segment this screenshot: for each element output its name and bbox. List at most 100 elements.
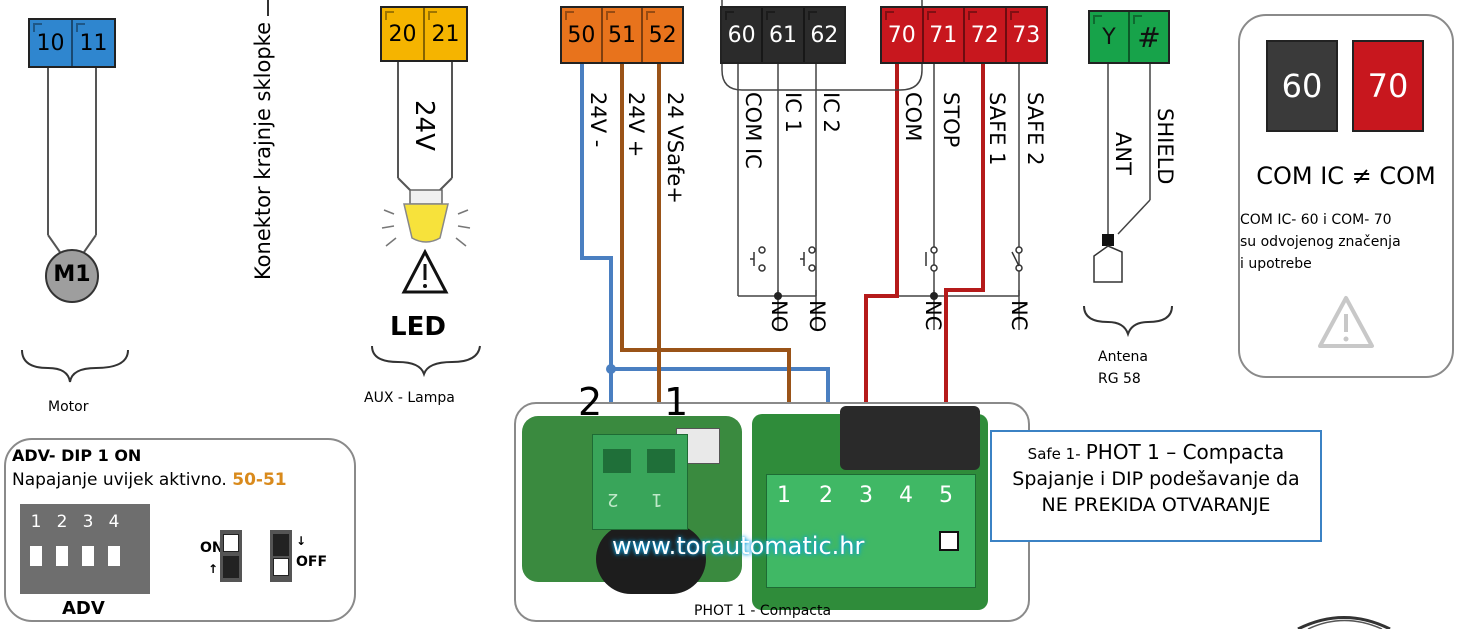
- antenna-icon: [1093, 234, 1123, 283]
- limit-switch-label: Konektor krajnje sklopke: [251, 22, 275, 281]
- warning-icon: [401, 248, 449, 294]
- antenna-caption-line1: Antena: [1098, 349, 1149, 365]
- info-title: PHOT 1 – Compacta: [1085, 440, 1285, 464]
- input-button-icons: [750, 246, 816, 272]
- phot-marker-1: 1: [664, 380, 689, 424]
- safety-junction: [930, 292, 938, 300]
- corner-circle-inner: [1307, 619, 1383, 629]
- dip-switch-3: [82, 546, 94, 566]
- contact-label-nc1: NC: [921, 300, 945, 331]
- terminal-antenna: Y #: [1088, 10, 1170, 64]
- input-label-ic2: IC 2: [819, 92, 843, 133]
- input-junction: [774, 292, 782, 300]
- wire-junction: [606, 364, 616, 374]
- com-note-line2: su odvojenog značenja: [1240, 234, 1401, 250]
- terminal-pin: 72: [965, 8, 1007, 62]
- adv-desc: Napajanje uvijek aktivno. 50-51: [12, 470, 287, 490]
- terminal-power: 50 51 52: [560, 6, 684, 64]
- dip-number: 3: [82, 512, 94, 532]
- terminal-pin: 52: [643, 8, 682, 62]
- info-line1: Safe 1- PHOT 1 – Compacta: [992, 440, 1320, 464]
- com-note-box: 60 70 COM IC ≠ COM COM IC- 60 i COM- 70 …: [1238, 14, 1454, 378]
- phot-tx-lens: [596, 524, 706, 594]
- phot-rx-pin: 3: [859, 483, 873, 508]
- com-block-70: 70: [1352, 40, 1424, 132]
- terminal-pin: 71: [924, 8, 965, 62]
- adv-title: ADV- DIP 1 ON: [12, 446, 142, 465]
- terminal-pin: 11: [73, 20, 114, 66]
- phot-tx-pin: 1: [651, 489, 663, 510]
- com-note-warning-icon: [1318, 296, 1374, 348]
- motor-symbol-label: M1: [53, 262, 91, 287]
- antenna-wires: [1107, 64, 1151, 238]
- lamp-brace: [371, 345, 481, 378]
- lamp-voltage-label: 24V: [409, 100, 439, 151]
- wire-50-blue: [580, 64, 830, 478]
- adv-desc-text: Napajanje uvijek aktivno.: [12, 470, 227, 490]
- antenna-label-ant: ANT: [1111, 132, 1135, 175]
- lamp-type-label: LED: [390, 312, 446, 342]
- dip-switch-block: 1 2 3 4: [20, 504, 150, 594]
- contact-label-nc2: NC: [1007, 300, 1031, 331]
- safety-label-safe1: SAFE 1: [985, 92, 1009, 166]
- adv-label: ADV: [62, 598, 105, 619]
- input-label-com-ic: COM IC: [741, 92, 765, 169]
- com-note-title: COM IC ≠ COM: [1256, 162, 1436, 190]
- power-label-52: 24 VSafe+: [663, 92, 687, 204]
- safety-label-com: COM: [901, 92, 925, 142]
- power-label-50: 24V -: [586, 92, 610, 148]
- dip-number: 4: [108, 512, 120, 532]
- phot-caption: PHOT 1 - Compacta: [694, 603, 832, 619]
- safety-label-safe2: SAFE 2: [1023, 92, 1047, 166]
- terminal-pin: 62: [805, 8, 844, 62]
- phot-tx-terminal: 2 1: [592, 434, 688, 530]
- adv-desc-highlight: 50-51: [232, 470, 287, 490]
- terminal-pin: 73: [1007, 8, 1047, 62]
- dip-off-switch: [270, 530, 292, 582]
- dip-switch-1: [30, 546, 42, 566]
- terminal-pin: 50: [562, 8, 603, 62]
- info-line3: NE PREKIDA OTVARANJE: [1041, 494, 1271, 516]
- terminal-pin: 61: [763, 8, 805, 62]
- terminal-safety: 70 71 72 73: [880, 6, 1048, 64]
- arrow-up-icon: ↑: [208, 562, 219, 576]
- lamp-caption: AUX - Lampa: [364, 390, 455, 406]
- com-block-60: 60: [1266, 40, 1338, 132]
- dip-number: 2: [56, 512, 68, 532]
- phot-rx-terminal: 1 2 3 4 5: [766, 474, 976, 588]
- terminal-inputs: 60 61 62: [720, 6, 846, 64]
- wire-72-red: [944, 64, 985, 478]
- terminal-lamp: 20 21: [380, 6, 468, 62]
- dip-on-label: ON: [200, 540, 224, 556]
- motor-caption: Motor: [48, 399, 89, 415]
- motor-wires: [47, 68, 97, 256]
- phot-watermark: www.torautomatic.hr: [612, 532, 865, 560]
- motor-symbol: [45, 249, 99, 303]
- wire-70-red: [864, 64, 899, 478]
- dip-switch-2: [56, 546, 68, 566]
- info-line2: Spajanje i DIP podešavanje da: [1012, 468, 1300, 490]
- phot-rx-pin: 2: [819, 483, 833, 508]
- terminal-pin: 51: [603, 8, 644, 62]
- terminal-pin: 21: [425, 8, 466, 60]
- terminal-pin: 10: [30, 20, 73, 66]
- phot-rx-pin: 4: [899, 483, 913, 508]
- terminal-pin: 20: [382, 8, 425, 60]
- lamp-bulb-icon: [381, 189, 471, 247]
- contact-label-no2: NO: [805, 300, 829, 333]
- power-label-51: 24V +: [624, 92, 648, 158]
- dip-switch-4: [108, 546, 120, 566]
- terminal-pin: Y: [1090, 12, 1130, 62]
- antenna-caption-line2: RG 58: [1098, 371, 1141, 387]
- terminal-motor: 10 11: [28, 18, 116, 68]
- motor-brace: [21, 349, 129, 383]
- dip-on-switch: [220, 530, 242, 582]
- safety-label-stop: STOP: [939, 92, 963, 148]
- arrow-down-icon: ↓: [296, 534, 307, 548]
- antenna-brace: [1083, 305, 1173, 338]
- dip-number: 1: [30, 512, 42, 532]
- terminal-pin: 70: [882, 8, 924, 62]
- safe1-info-box: Safe 1- PHOT 1 – Compacta Spajanje i DIP…: [990, 430, 1322, 542]
- adv-box: ADV- DIP 1 ON Napajanje uvijek aktivno. …: [4, 438, 356, 622]
